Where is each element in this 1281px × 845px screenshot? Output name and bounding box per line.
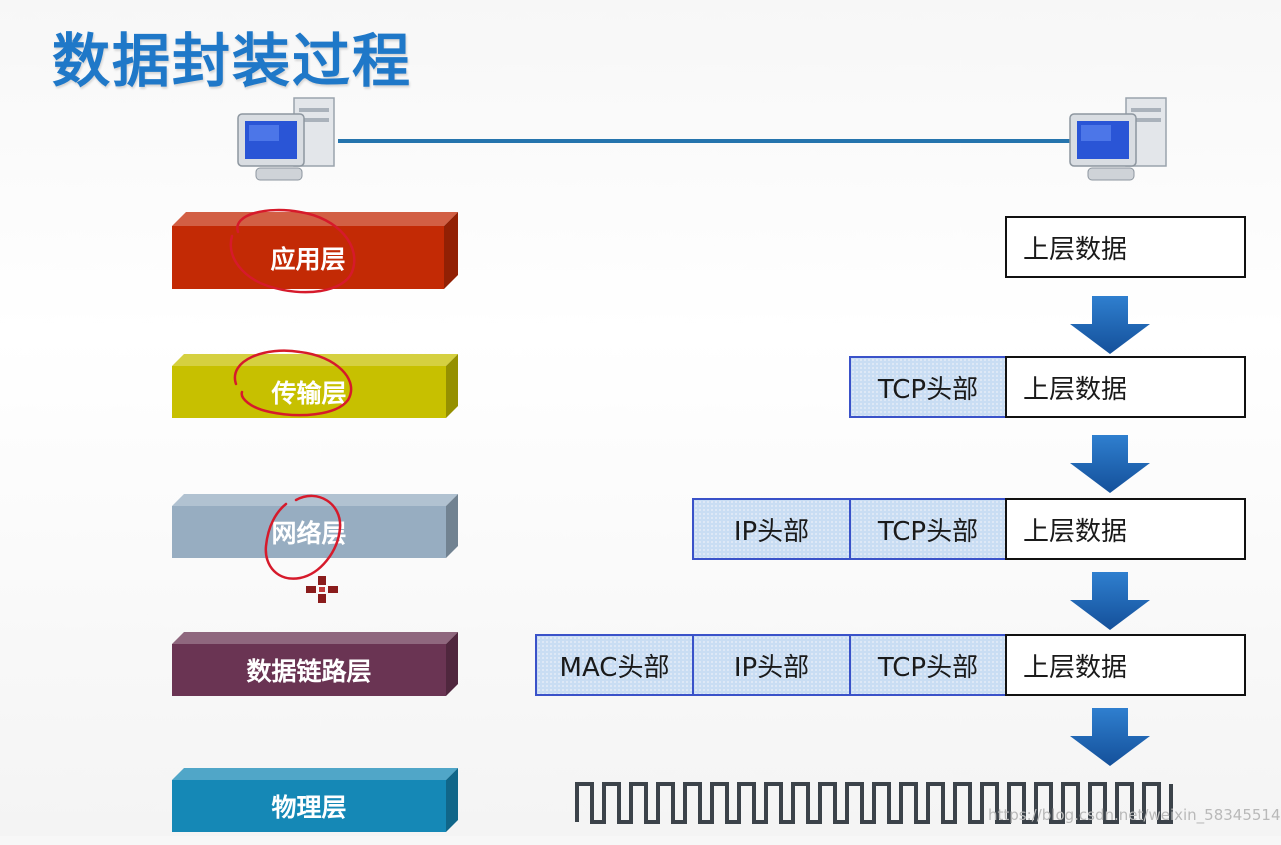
tcp-header-cell: TCP头部 (849, 634, 1007, 696)
row-data-link: MAC头部 IP头部 TCP头部 上层数据 (535, 634, 1246, 696)
page-title: 数据封装过程 (52, 27, 413, 95)
row-application: 上层数据 (1005, 216, 1246, 278)
physical-signal-waveform (575, 782, 1173, 824)
layer-application: 应用层 (172, 212, 458, 289)
row-transport: TCP头部 上层数据 (849, 356, 1246, 418)
payload-cell: 上层数据 (1005, 498, 1246, 560)
ip-header-cell: IP头部 (692, 634, 851, 696)
payload-cell: 上层数据 (1005, 634, 1246, 696)
arrow-down-icon (1070, 708, 1150, 766)
arrow-down-icon (1070, 296, 1150, 354)
layer-label: 网络层 (271, 519, 347, 548)
tcp-header-cell: TCP头部 (849, 356, 1007, 418)
payload-cell: 上层数据 (1005, 216, 1246, 278)
network-link-line (338, 139, 1070, 143)
layer-transport: 传输层 (172, 354, 458, 431)
payload-cell: 上层数据 (1005, 356, 1246, 418)
ip-header-cell: IP头部 (692, 498, 851, 560)
arrow-down-icon (1070, 572, 1150, 630)
layer-data-link: 数据链路层 (172, 632, 458, 709)
left-computer-icon (236, 94, 340, 190)
watermark: https://blog.csdn.net/weixin_58345514 (988, 806, 1281, 824)
tcp-header-cell: TCP头部 (849, 498, 1007, 560)
layer-label: 数据链路层 (246, 657, 372, 686)
layer-label: 物理层 (271, 793, 347, 822)
arrow-down-icon (1070, 435, 1150, 493)
layer-label: 传输层 (271, 379, 347, 408)
layer-physical: 物理层 (172, 768, 458, 845)
row-network: IP头部 TCP头部 上层数据 (692, 498, 1246, 560)
crosshair-cursor-icon (306, 576, 338, 603)
mac-header-cell: MAC头部 (535, 634, 694, 696)
layer-network: 网络层 (172, 494, 458, 571)
right-computer-icon (1068, 94, 1172, 190)
layer-label: 应用层 (270, 244, 346, 274)
